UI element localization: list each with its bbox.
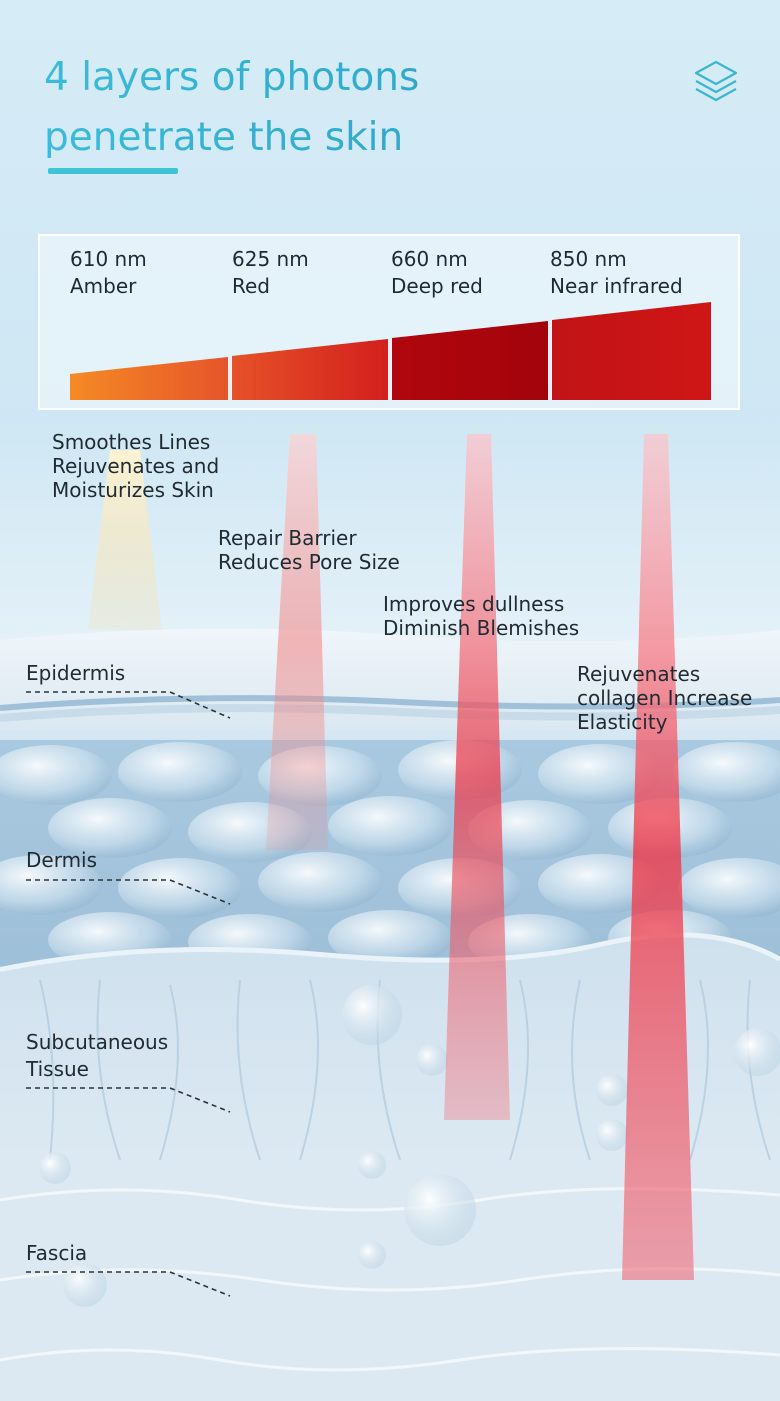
layer-name: Tissue bbox=[26, 1057, 89, 1081]
effect-line: Diminish Blemishes bbox=[383, 616, 580, 640]
layer-label-subcutaneous: Subcutaneous Tissue bbox=[26, 1029, 168, 1083]
effect-line: Repair Barrier bbox=[218, 526, 357, 550]
effect-line: Improves dullness bbox=[383, 592, 565, 616]
effect-line: Elasticity bbox=[577, 710, 668, 734]
ramp-segment-near-infrared bbox=[552, 302, 711, 400]
wavelength-nm: 660 nm bbox=[391, 247, 468, 271]
ramp-segment-deep-red bbox=[392, 321, 548, 400]
wavelength-name: Deep red bbox=[391, 274, 483, 298]
title-underline bbox=[48, 168, 178, 174]
wavelength-label-near-infrared: 850 nm Near infrared bbox=[550, 246, 683, 300]
wavelength-ramp bbox=[70, 302, 711, 400]
layer-name: Epidermis bbox=[26, 661, 126, 685]
page-title: 4 layers of photons penetrate the skin bbox=[44, 48, 604, 168]
layer-label-dermis: Dermis bbox=[26, 847, 97, 874]
effect-amber: Smoothes Lines Rejuvenates and Moisturiz… bbox=[52, 430, 219, 502]
wavelength-name: Amber bbox=[70, 274, 137, 298]
layer-name: Subcutaneous bbox=[26, 1030, 169, 1054]
layer-label-epidermis: Epidermis bbox=[26, 660, 125, 687]
effect-red: Repair Barrier Reduces Pore Size bbox=[218, 526, 400, 574]
wavelength-name: Red bbox=[232, 274, 270, 298]
layer-name: Dermis bbox=[26, 848, 98, 872]
ramp-segment-amber bbox=[70, 357, 228, 400]
effect-line: Reduces Pore Size bbox=[218, 550, 400, 574]
effect-line: Moisturizes Skin bbox=[52, 478, 214, 502]
effect-line: Smoothes Lines bbox=[52, 430, 211, 454]
wavelength-label-deep-red: 660 nm Deep red bbox=[391, 246, 483, 300]
effect-line: Rejuvenates bbox=[577, 662, 701, 686]
layers-icon bbox=[694, 60, 738, 102]
ramp-segment-red bbox=[232, 339, 388, 400]
wavelength-name: Near infrared bbox=[550, 274, 683, 298]
wavelength-nm: 610 nm bbox=[70, 247, 147, 271]
layer-name: Fascia bbox=[26, 1241, 88, 1265]
effect-line: Rejuvenates and bbox=[52, 454, 220, 478]
wavelength-label-amber: 610 nm Amber bbox=[70, 246, 147, 300]
wavelength-nm: 850 nm bbox=[550, 247, 627, 271]
wavelength-label-red: 625 nm Red bbox=[232, 246, 309, 300]
layer-label-fascia: Fascia bbox=[26, 1240, 87, 1267]
title-line-1: 4 layers of photons bbox=[44, 55, 420, 100]
effect-near-infrared: Rejuvenates collagen Increase Elasticity bbox=[577, 662, 752, 734]
effect-deep-red: Improves dullness Diminish Blemishes bbox=[383, 592, 579, 640]
title-line-2: penetrate the skin bbox=[44, 115, 404, 160]
effect-line: collagen Increase bbox=[577, 686, 753, 710]
wavelength-nm: 625 nm bbox=[232, 247, 309, 271]
